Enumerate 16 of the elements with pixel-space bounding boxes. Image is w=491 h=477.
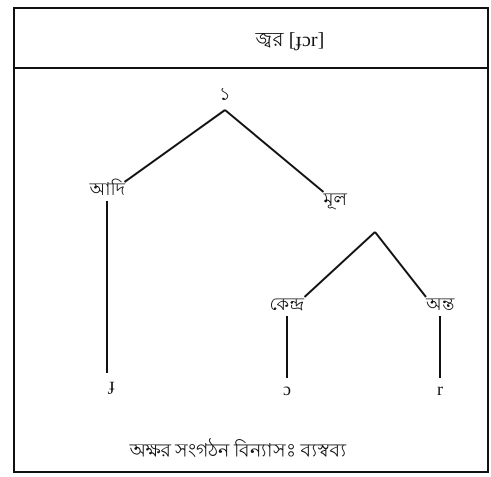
- tree-branch: [124, 109, 226, 183]
- tree-node-label: ১: [219, 85, 231, 105]
- title: জ্বর [ɟɔr]: [256, 29, 324, 51]
- tree-node-label: মূল: [324, 190, 346, 210]
- phoneme-label: ɟ: [109, 375, 115, 395]
- phoneme-label: r: [437, 380, 443, 400]
- tree-branch: [106, 201, 108, 373]
- tree-branch: [286, 316, 288, 378]
- tree-branch: [224, 109, 324, 193]
- tree-node-label: অন্ত: [426, 295, 454, 315]
- tree-branch: [439, 316, 441, 378]
- tree-node-label: কেন্দ্র: [270, 295, 304, 315]
- tree-branch: [374, 231, 427, 298]
- phoneme-label: ɔ: [283, 380, 291, 400]
- tree-node-label: আদি: [90, 180, 124, 200]
- tree-branch: [304, 231, 376, 298]
